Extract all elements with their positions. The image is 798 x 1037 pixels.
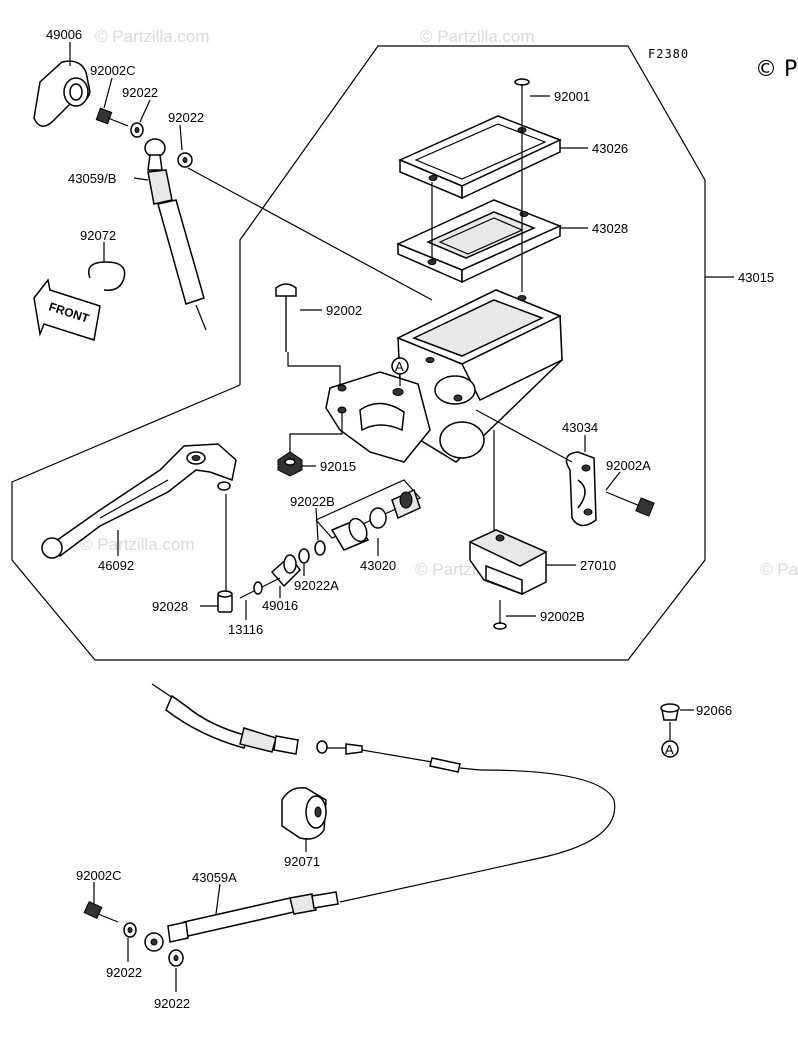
bolt-92002c-bottom xyxy=(83,900,119,923)
watermark-3: © Partzilla.com xyxy=(80,535,195,554)
leader-92022-top2 xyxy=(179,124,183,151)
rubber-sleeve-92071 xyxy=(281,787,327,840)
screw-92002b xyxy=(493,600,507,630)
cap-92066 xyxy=(660,703,680,721)
ref-marker-a-body-label: A xyxy=(395,359,404,374)
label-92002a: 92002A xyxy=(606,458,651,473)
label-92022-bottom1: 92022 xyxy=(106,965,142,980)
clutch-hose-line-43059a xyxy=(339,769,616,903)
front-arrow: FRONT xyxy=(33,278,101,341)
label-92002c-top: 92002C xyxy=(90,63,136,78)
label-43015: 43015 xyxy=(738,270,774,285)
clamp-holder-43034 xyxy=(565,451,597,527)
label-43026: 43026 xyxy=(592,141,628,156)
guide-43034 xyxy=(475,409,573,463)
hose-assembly-43059a xyxy=(167,891,339,943)
collar-92028 xyxy=(217,590,233,613)
label-92002c-bottom: 92002C xyxy=(76,868,122,883)
nut-92015 xyxy=(277,451,303,477)
leader-92022b xyxy=(315,507,319,541)
label-49016: 49016 xyxy=(262,598,298,613)
watermark-5: © Partzilla.com xyxy=(760,560,798,579)
label-43020: 43020 xyxy=(360,558,396,573)
screw-92001 xyxy=(514,78,530,108)
leader-92022-top1 xyxy=(139,99,151,123)
label-92022b: 92022B xyxy=(290,494,335,509)
master-cylinder-body xyxy=(325,289,563,463)
hose-banjo-right xyxy=(316,740,481,773)
label-92071: 92071 xyxy=(284,854,320,869)
watermarks: © Partzilla.com © Partzilla.com © Partzi… xyxy=(80,27,798,579)
ref-marker-a-bottom-label: A xyxy=(665,742,674,757)
leader-92002a xyxy=(605,471,621,491)
label-92002: 92002 xyxy=(326,303,362,318)
push-rod-13116 xyxy=(239,577,281,599)
piston-kit-43020 xyxy=(315,479,421,551)
part-labels: 49006 92002C 92022 92022 43059/B 92072 9… xyxy=(46,27,774,1011)
label-43034: 43034 xyxy=(562,420,598,435)
elbow-boot-49006 xyxy=(33,60,91,127)
washer-92022-top1 xyxy=(130,122,144,138)
label-43059a: 43059A xyxy=(192,870,237,885)
ref-marker-a-body: A xyxy=(391,357,409,386)
label-27010: 27010 xyxy=(580,558,616,573)
label-92066: 92066 xyxy=(696,703,732,718)
bolt-92002a xyxy=(605,491,655,517)
label-92022-top2: 92022 xyxy=(168,110,204,125)
leader-92002c-top xyxy=(103,77,113,109)
copyright-mark: © P xyxy=(755,57,797,82)
leader-43059a xyxy=(215,883,221,915)
hose-fitting-lower xyxy=(151,683,299,755)
guide-92015 xyxy=(289,412,343,452)
assembly-outline xyxy=(11,45,706,661)
bolt-92002c-top xyxy=(95,107,129,127)
diaphragm-43028 xyxy=(396,199,562,284)
label-92001: 92001 xyxy=(554,89,590,104)
label-46092: 46092 xyxy=(98,558,134,573)
switch-27010 xyxy=(468,529,548,596)
clamp-92072 xyxy=(88,261,126,291)
clutch-lever-46092 xyxy=(41,443,237,559)
bolt-92002 xyxy=(275,283,297,352)
reference-code: F2380 xyxy=(648,47,689,61)
label-92072: 92072 xyxy=(80,228,116,243)
label-92022a: 92022A xyxy=(294,578,339,593)
reservoir-cap-43026 xyxy=(398,115,562,200)
label-92015: 92015 xyxy=(320,459,356,474)
label-13116: 13116 xyxy=(228,622,263,637)
leader-43059b xyxy=(133,177,149,181)
label-92002b: 92002B xyxy=(540,609,585,624)
washer-92022b xyxy=(314,540,326,556)
hose-connection-line xyxy=(187,167,433,301)
guide-92002 xyxy=(287,352,341,384)
washer-92022-top2 xyxy=(177,152,193,168)
clutch-hose-43059b xyxy=(147,169,207,331)
label-92028: 92028 xyxy=(152,599,188,614)
banjo-fitting-bottom xyxy=(144,932,164,952)
label-92022-top1: 92022 xyxy=(122,85,158,100)
washer-92022a xyxy=(298,548,310,564)
label-92022-bottom2: 92022 xyxy=(154,996,190,1011)
label-43059b: 43059/B xyxy=(68,171,116,186)
watermark-1: © Partzilla.com xyxy=(95,27,210,46)
label-43028: 43028 xyxy=(592,221,628,236)
washer-92022-bottom2 xyxy=(168,949,184,967)
watermark-2: © Partzilla.com xyxy=(420,27,535,46)
washer-92022-bottom1 xyxy=(123,922,137,938)
label-49006: 49006 xyxy=(46,27,82,42)
ref-marker-a-bottom: A xyxy=(661,740,679,758)
banjo-fitting-top xyxy=(144,138,166,171)
